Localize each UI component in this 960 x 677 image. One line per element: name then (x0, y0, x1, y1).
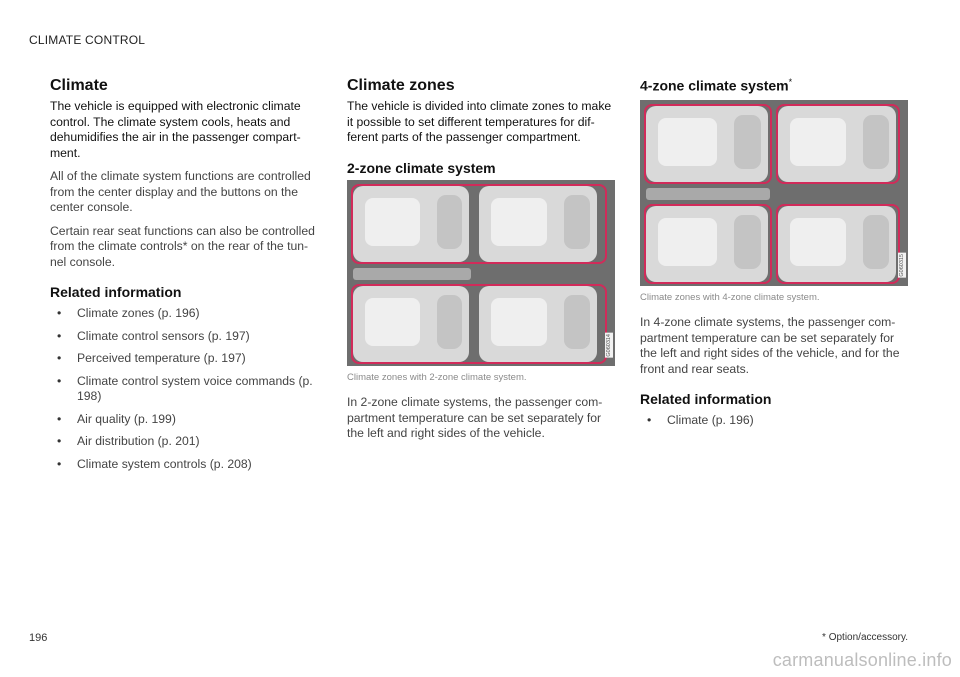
figure-4-zone-seats: G060315 (640, 99, 908, 286)
heading-4-zone-text: 4-zone climate system (640, 77, 789, 94)
watermark: carmanualsonline.info (772, 650, 952, 670)
zone-rear-right-outline (776, 203, 900, 284)
climate-zones-intro: The vehicle is divided into climate zone… (347, 99, 612, 144)
front-left-seat (646, 105, 768, 182)
4-zone-description: In 4-zone climate systems, the passenger… (640, 315, 900, 376)
front-left-seat (353, 185, 469, 262)
related-information-heading: Related information (50, 284, 182, 300)
page-number: 196 (29, 632, 48, 644)
heading-2-zone: 2-zone climate system (347, 159, 496, 176)
zone-front-right-outline (644, 203, 772, 284)
related-link-voice-commands[interactable]: Climate control system voice commands (p… (50, 374, 322, 405)
figure-code: G060315 (898, 253, 906, 278)
footnote: * Option/accessory. (822, 632, 908, 643)
front-right-seat (353, 285, 469, 362)
column-4-zone: 4-zone climate system* G060315 Climate z… (640, 77, 908, 436)
intro-paragraph: The vehicle is equipped with electronic … (50, 99, 301, 160)
related-information-heading: Related information (640, 391, 772, 408)
figure-caption-4-zone: Climate zones with 4-zone climate system… (640, 291, 820, 303)
heading-climate-zones: Climate zones (347, 77, 455, 94)
related-link-climate[interactable]: Climate (p. 196) (640, 413, 908, 429)
figure-caption-2-zone: Climate zones with 2-zone climate system… (347, 371, 527, 383)
option-asterisk: * (788, 77, 793, 87)
front-right-seat (646, 205, 768, 282)
zone-right-outline (351, 283, 607, 364)
rear-left-seat (479, 185, 597, 262)
related-list: Climate zones (p. 196) Climate control s… (50, 306, 322, 472)
body-paragraph-2: Certain rear seat functions can also be … (50, 223, 315, 269)
zone-left-outline (351, 183, 607, 264)
column-climate-zones: Climate zones The vehicle is divided int… (347, 77, 615, 450)
rear-left-seat (778, 105, 896, 182)
related-link-perceived-temperature[interactable]: Perceived temperature (p. 197) (50, 351, 322, 367)
2-zone-description: In 2-zone climate systems, the passenger… (347, 395, 603, 440)
body-paragraph-1: All of the climate system functions are … (50, 169, 311, 214)
zone-front-left-outline (644, 103, 772, 184)
related-list: Climate (p. 196) (640, 413, 908, 429)
figure-2-zone-seats: G060314 (347, 179, 615, 366)
column-climate: Climate The vehicle is equipped with ele… (50, 77, 322, 479)
related-link-air-distribution[interactable]: Air distribution (p. 201) (50, 434, 322, 450)
related-link-air-quality[interactable]: Air quality (p. 199) (50, 412, 322, 428)
figure-code: G060314 (605, 332, 613, 358)
zone-rear-left-outline (776, 103, 900, 184)
related-link-system-controls[interactable]: Climate system controls (p. 208) (50, 457, 322, 473)
center-console (353, 267, 471, 280)
heading-climate: Climate (50, 77, 108, 94)
rear-right-seat (778, 205, 896, 282)
section-header: CLIMATE CONTROL (29, 33, 146, 47)
heading-4-zone: 4-zone climate system* (640, 77, 908, 94)
rear-right-seat (479, 285, 597, 362)
related-link-climate-zones[interactable]: Climate zones (p. 196) (50, 306, 322, 322)
related-link-climate-sensors[interactable]: Climate control sensors (p. 197) (50, 329, 322, 345)
center-console (646, 187, 770, 200)
